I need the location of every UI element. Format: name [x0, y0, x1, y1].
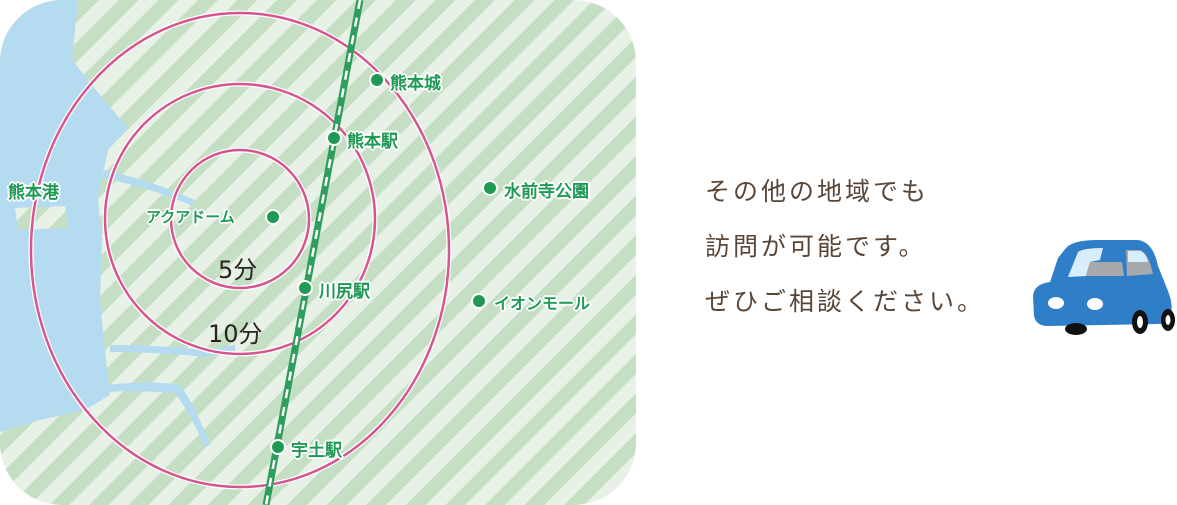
- markers: [265, 72, 498, 455]
- place-aeon-mall: イオンモール: [494, 294, 591, 313]
- place-kawashiri-station: 川尻駅: [319, 282, 370, 302]
- ring-label-5min: 5分: [218, 256, 258, 284]
- message-line-2: 訪問が可能です。: [705, 232, 927, 261]
- area-map: [0, 0, 636, 505]
- message-line-1: その他の地域でも: [705, 177, 930, 206]
- place-kumamoto-castle: 熊本城: [390, 74, 441, 94]
- place-uto-station: 宇土駅: [291, 441, 342, 461]
- ring-label-10min: 10分: [208, 320, 263, 348]
- place-kumamoto-station: 熊本駅: [347, 132, 398, 152]
- place-aqua-dome: アクアドーム: [146, 208, 235, 226]
- message-line-3: ぜひご相談ください。: [705, 287, 986, 316]
- river: [104, 170, 235, 447]
- sea-island: [15, 206, 68, 230]
- place-suizenji-park: 水前寺公園: [504, 182, 589, 202]
- place-kumamoto-port: 熊本港: [8, 183, 59, 203]
- car-icon: [1033, 240, 1175, 335]
